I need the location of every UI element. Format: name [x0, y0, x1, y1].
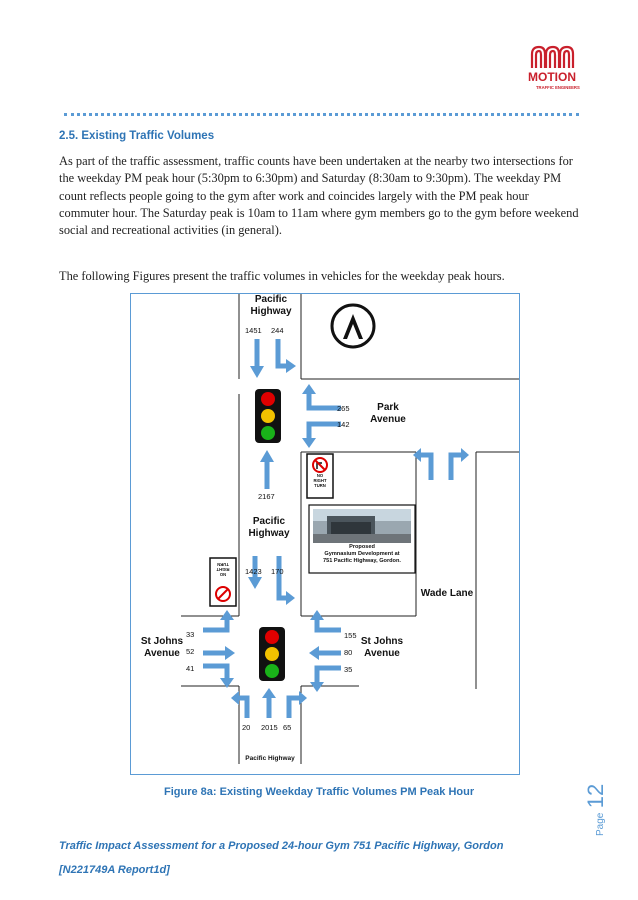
- road-label-top: Pacific Highway: [250, 294, 292, 317]
- development-caption: Proposed Gymnasium Development at 751 Pa…: [323, 544, 401, 564]
- intersection-diagram: [181, 294, 519, 764]
- volume-sj-east-2: 80: [344, 648, 353, 657]
- no-right-turn-sign-flipped-icon: [209, 557, 237, 607]
- logo-name: MOTION: [528, 70, 576, 84]
- volume-bottom-1: 20: [242, 723, 251, 732]
- page-number-value: 12: [583, 783, 608, 809]
- road-edges: [181, 294, 519, 764]
- flow-arrows: [203, 339, 461, 718]
- header-divider: [64, 113, 579, 116]
- development-photo: [308, 504, 416, 574]
- paragraph-2: The following Figures present the traffi…: [59, 269, 505, 283]
- figure-caption: Figure 8a: Existing Weekday Traffic Volu…: [164, 786, 475, 798]
- road-label-bottom: Pacific Highway: [245, 755, 295, 762]
- no-right-turn-flipped-text: NO RIGHT TURN: [216, 562, 230, 577]
- logo-mark-icon: [530, 45, 575, 68]
- section-heading: 2.5. Existing Traffic Volumes: [59, 130, 215, 142]
- logo-tagline: TRAFFIC ENGINEERS: [536, 85, 580, 90]
- volume-park-right: 142: [337, 420, 350, 429]
- volume-top-through: 1451: [245, 326, 262, 335]
- footer-report: [N221749A Report1d]: [59, 864, 170, 876]
- volume-top-left: 244: [271, 326, 284, 335]
- volume-park-left: 265: [337, 404, 350, 413]
- paragraph-1: As part of the traffic assessment, traff…: [59, 154, 579, 238]
- no-right-turn-sign-icon: [306, 453, 334, 499]
- volume-sj-east-1: 155: [344, 631, 357, 640]
- volume-sj-west-2: 52: [186, 647, 195, 656]
- road-label-park-avenue: Park Avenue: [370, 402, 406, 425]
- road-label-mid: Pacific Highway: [248, 516, 290, 539]
- volume-sj-west-3: 41: [186, 664, 195, 673]
- arrowheads: [220, 359, 469, 705]
- page-word: Page: [595, 812, 606, 836]
- north-arrow-icon: [330, 303, 376, 349]
- volume-bottom-3: 65: [283, 723, 292, 732]
- road-label-st-johns-right: St Johns Avenue: [360, 636, 404, 659]
- volume-sj-west-1: 33: [186, 630, 195, 639]
- volume-bottom-2: 2015: [261, 723, 278, 732]
- footer-title: Traffic Impact Assessment for a Proposed…: [59, 840, 504, 852]
- traffic-light-icon: [259, 627, 285, 681]
- road-label-wade-lane: Wade Lane: [420, 588, 474, 599]
- volume-mid-north: 2167: [258, 492, 275, 501]
- volume-mid-through: 1423: [245, 567, 262, 576]
- no-right-turn-text: NO RIGHT TURN: [313, 473, 327, 488]
- traffic-light-icon: [255, 389, 281, 443]
- company-logo: MOTION TRAFFIC ENGINEERS: [524, 42, 590, 92]
- road-label-st-johns-left: St Johns Avenue: [140, 636, 184, 659]
- volume-mid-left: 170: [271, 567, 284, 576]
- traffic-volume-figure: Pacific Highway 1451 244 265 142 Park Av…: [130, 293, 520, 775]
- page-number: Page 12: [583, 784, 609, 836]
- volume-sj-east-3: 35: [344, 665, 353, 674]
